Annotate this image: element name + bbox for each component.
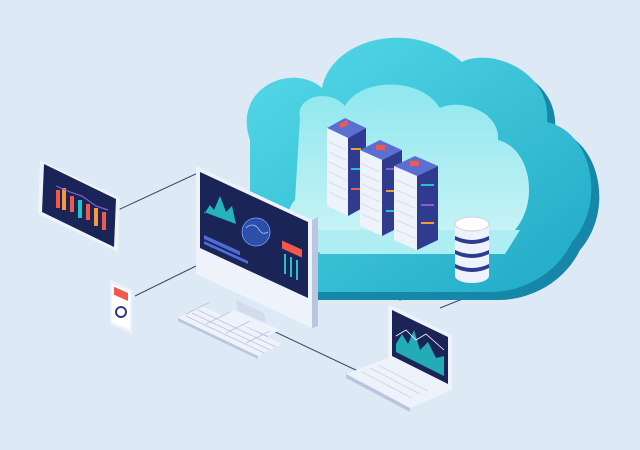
laptop-icon [346,304,452,412]
desktop-monitor-icon [196,166,318,339]
keyboard-icon [178,301,282,359]
server-rack-3 [394,156,438,250]
tablet-icon [38,160,120,252]
server-rack-1 [327,118,366,216]
laptop-chart [395,329,445,376]
smartphone-icon [110,280,132,334]
line-phone-desktop [134,265,197,297]
desktop-screen-content [204,196,302,280]
server-rack-icon [327,118,438,250]
database-icon [454,216,490,283]
line-tablet-desktop [117,171,201,211]
tablet-bars [55,185,109,230]
